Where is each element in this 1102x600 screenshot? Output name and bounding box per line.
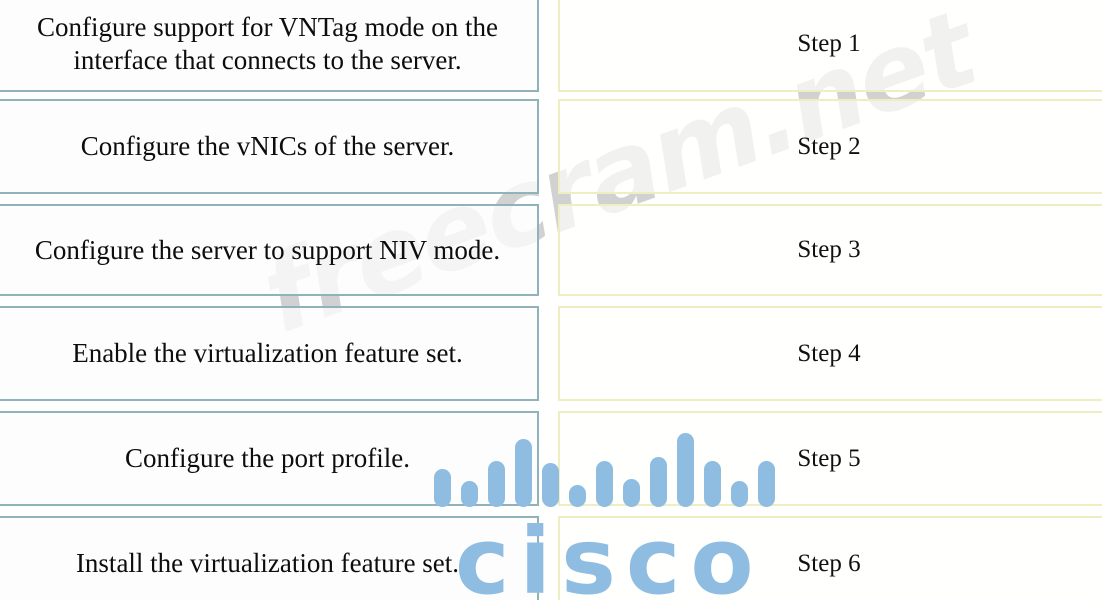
task-tile-6-label: Install the virtualization feature set. bbox=[75, 548, 460, 579]
task-tile-4-label: Enable the virtualization feature set. bbox=[72, 338, 463, 369]
task-tile-2[interactable]: Configure the vNICs of the server. bbox=[0, 99, 539, 194]
cisco-bar-5 bbox=[542, 463, 559, 507]
step-slot-3[interactable]: Step 3 bbox=[558, 204, 1102, 296]
task-tile-3[interactable]: Configure the server to support NIV mode… bbox=[0, 204, 539, 296]
step-slot-5-label: Step 5 bbox=[797, 444, 861, 472]
step-slot-3-label: Step 3 bbox=[797, 236, 861, 263]
step-slot-1[interactable]: Step 1 bbox=[558, 0, 1102, 92]
step-slot-5[interactable]: Step 5 bbox=[558, 411, 1102, 506]
task-tile-3-label: Configure the server to support NIV mode… bbox=[34, 234, 501, 265]
task-tile-1[interactable]: Configure support for VNTag mode on the … bbox=[0, 0, 539, 92]
task-tile-5-label: Configure the port profile. bbox=[125, 443, 410, 474]
task-tile-5[interactable]: Configure the port profile. bbox=[0, 411, 539, 506]
step-slot-2-label: Step 2 bbox=[797, 132, 861, 160]
step-slot-6-label: Step 6 bbox=[797, 549, 861, 577]
task-tile-6[interactable]: Install the virtualization feature set. bbox=[0, 516, 539, 600]
step-slot-1-label: Step 1 bbox=[797, 30, 861, 57]
task-tile-2-label: Configure the vNICs of the server. bbox=[80, 131, 455, 162]
step-slot-2[interactable]: Step 2 bbox=[558, 99, 1102, 194]
task-tile-4[interactable]: Enable the virtualization feature set. bbox=[0, 306, 539, 401]
step-slot-6[interactable]: Step 6 bbox=[558, 516, 1102, 600]
step-slot-4-label: Step 4 bbox=[797, 339, 861, 367]
step-slot-4[interactable]: Step 4 bbox=[558, 306, 1102, 401]
task-tile-1-label: Configure support for VNTag mode on the … bbox=[36, 12, 499, 75]
